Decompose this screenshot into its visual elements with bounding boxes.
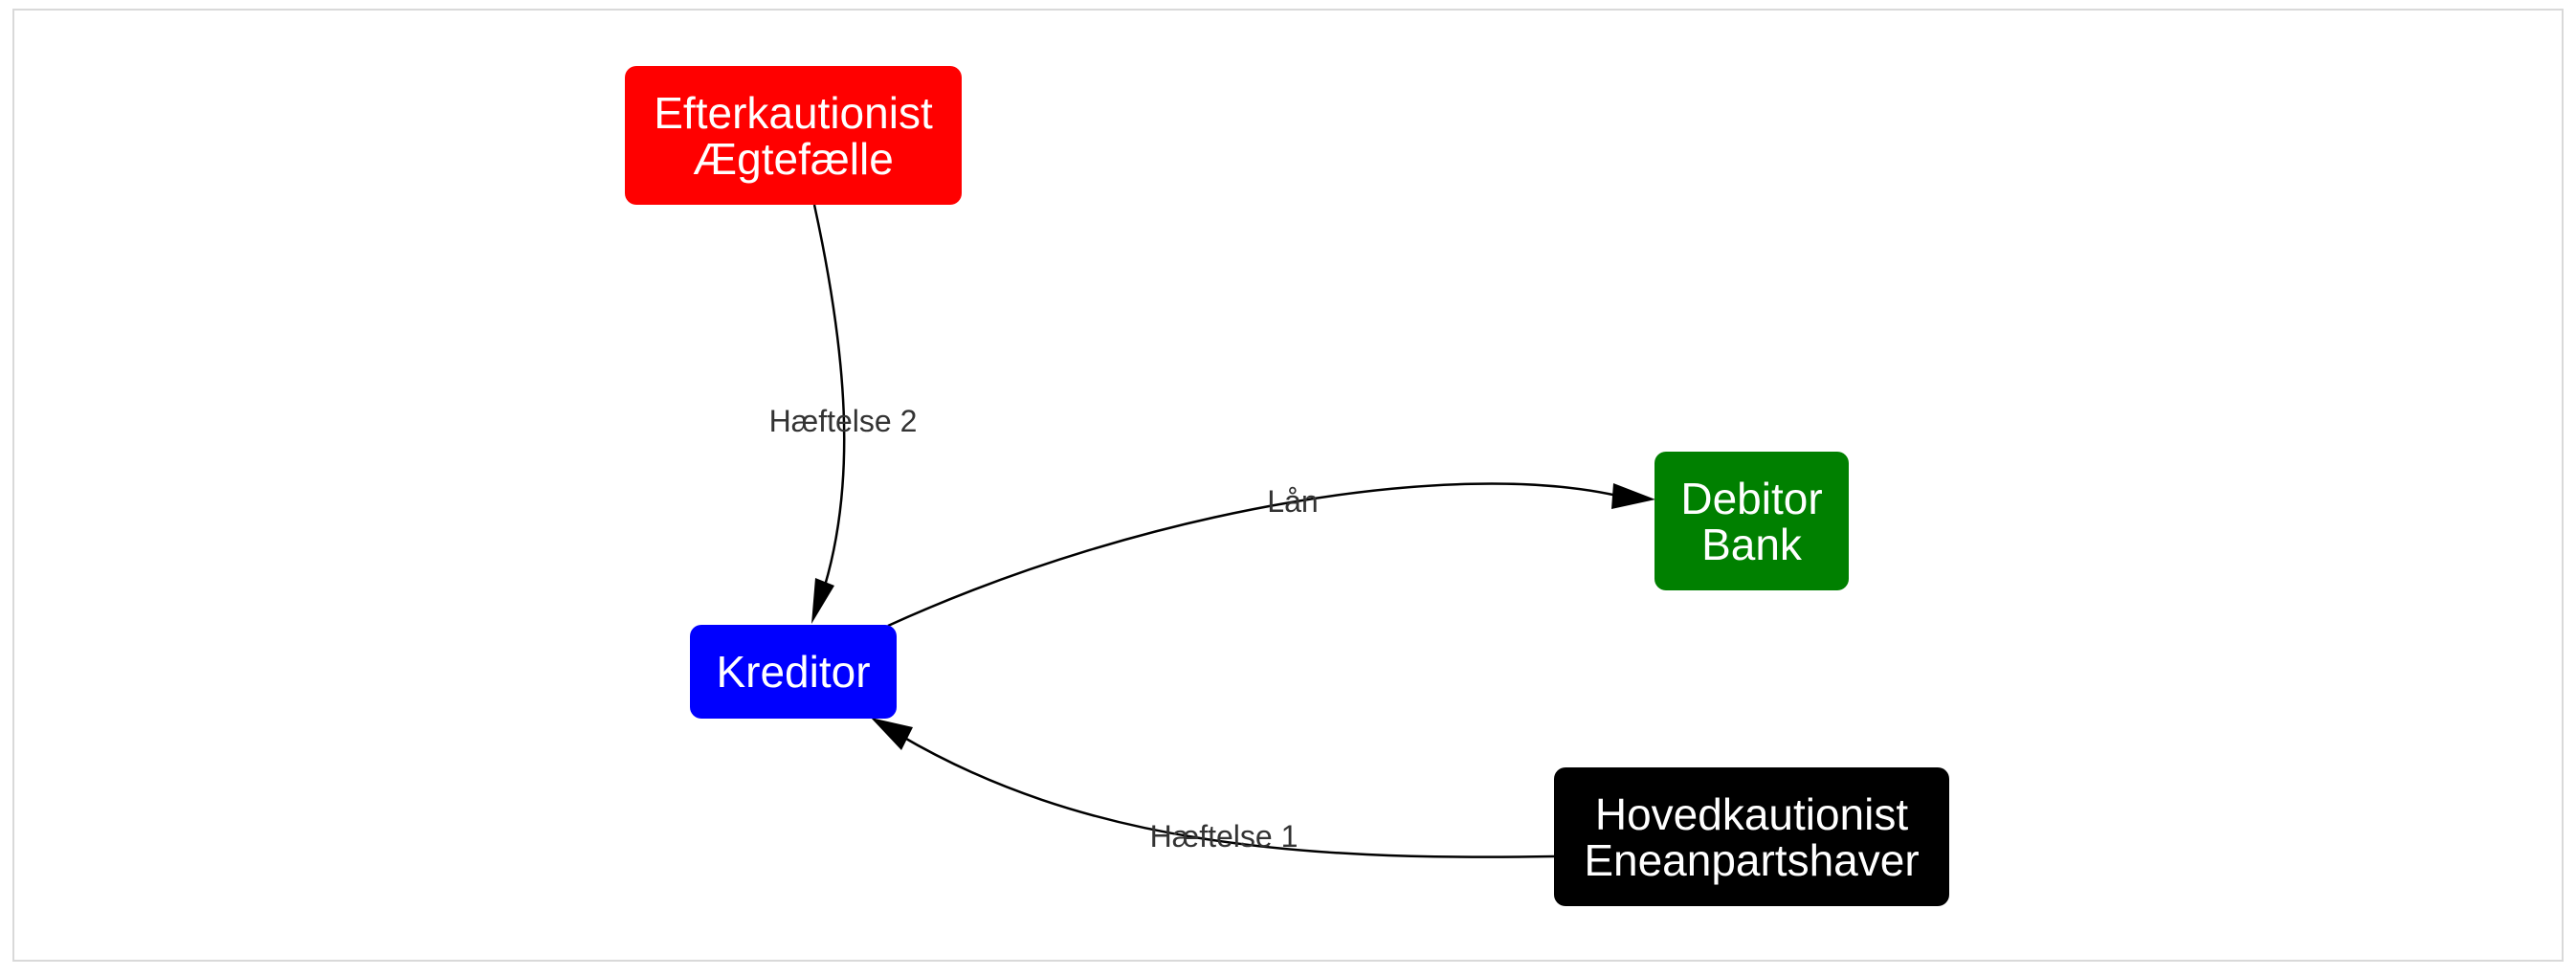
edge-label-haeftelse-1: Hæftelse 1 — [1149, 819, 1299, 854]
node-hovedkautionist-line1: Hovedkautionist — [1594, 788, 1909, 839]
arrowhead-haeftelse-1 — [871, 718, 913, 750]
node-efterkautionist: Efterkautionist Ægtefælle — [625, 66, 962, 205]
node-kreditor: Kreditor — [690, 625, 897, 719]
edge-label-laan: Lån — [1267, 484, 1319, 519]
edge-haeftelse-1 — [899, 733, 1555, 858]
node-efterkautionist-line2: Ægtefælle — [693, 133, 894, 184]
arrowhead-haeftelse-2 — [811, 578, 834, 624]
diagram-frame — [12, 9, 2564, 962]
node-debitor-line2: Bank — [1701, 519, 1802, 569]
edge-haeftelse-2 — [812, 204, 846, 587]
edge-label-haeftelse-2: Hæftelse 2 — [768, 404, 918, 438]
edge-laan — [887, 482, 1618, 628]
node-hovedkautionist-line2: Eneanpartshaver — [1584, 834, 1920, 885]
node-hovedkautionist: Hovedkautionist Eneanpartshaver — [1554, 767, 1949, 906]
arrowhead-laan — [1611, 483, 1655, 509]
node-debitor-line1: Debitor — [1680, 473, 1823, 523]
node-debitor: Debitor Bank — [1654, 452, 1849, 590]
node-kreditor-label: Kreditor — [716, 647, 871, 697]
node-efterkautionist-line1: Efterkautionist — [654, 87, 933, 138]
